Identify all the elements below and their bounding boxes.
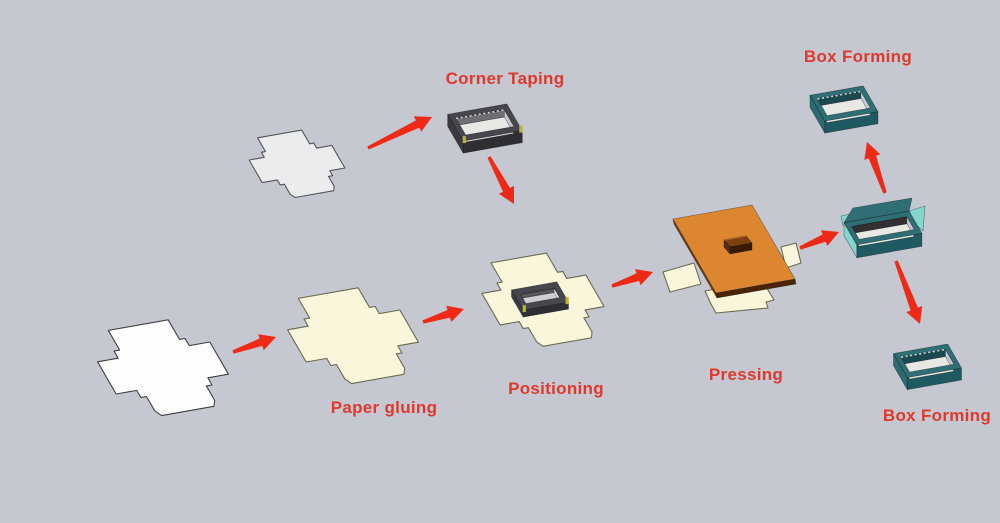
corner-tape (462, 136, 466, 144)
arrow-blank-to-corner-taping (367, 116, 432, 150)
corner-tape (522, 305, 526, 313)
paper-flat-blank (82, 315, 244, 421)
arrow-positioning-to-pressing (611, 269, 653, 288)
paper-flap-left (662, 262, 702, 293)
tray-teeth (900, 348, 946, 359)
arrow-blank-to-paper-gluing (232, 334, 276, 354)
box-forming-bottom-label: Box Forming (882, 406, 992, 425)
finished-box-bottom (893, 343, 962, 390)
pressing-station (662, 204, 802, 314)
positioning-label: Positioning (508, 379, 604, 398)
arrow-pressing-to-box (799, 230, 839, 250)
pressing-label: Pressing (708, 365, 784, 384)
arrow-corner-taping-to-positioning (487, 156, 514, 204)
corner-taping-label: Corner Taping (445, 69, 565, 88)
half-formed-box (840, 197, 926, 259)
tray-teeth (455, 109, 505, 120)
cardboard-flat-blank (238, 127, 355, 202)
blank-outline (272, 283, 434, 389)
arrow-paper-gluing-to-positioning (422, 305, 464, 324)
corner-tape (565, 297, 569, 305)
corner-taped-tray (447, 103, 523, 154)
half-formed-tray (843, 210, 923, 259)
arrow-box-to-forming-top (864, 142, 887, 194)
blank-outline (238, 127, 355, 202)
positioning-frame-tray (511, 281, 569, 318)
arrow-box-to-forming-bottom (894, 260, 923, 324)
paper-gluing-label: Paper gluing (330, 398, 438, 417)
corner-tape (519, 125, 523, 133)
finished-box-top (809, 85, 879, 134)
blank-outline (82, 315, 244, 421)
press-knob-left (723, 239, 731, 255)
press-knob-highlight (723, 235, 747, 241)
box-forming-top-label: Box Forming (803, 47, 913, 66)
glued-paper-blank (272, 283, 434, 389)
tray-rim (893, 343, 962, 378)
tray-rim (843, 210, 923, 246)
